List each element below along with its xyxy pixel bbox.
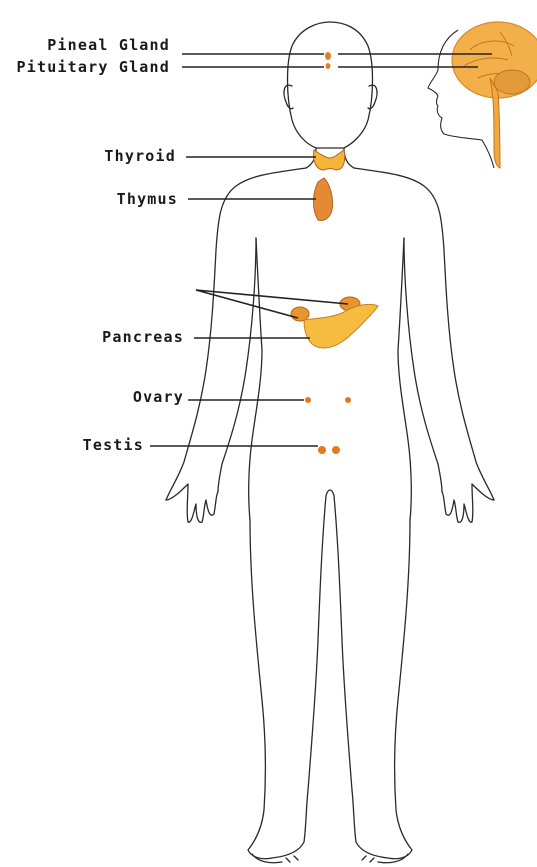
pancreas-shape	[304, 304, 378, 348]
label-pituitary-gland: Pituitary Gland	[0, 58, 170, 76]
right-shoulder-arm-outer	[354, 168, 494, 500]
label-thymus: Thymus	[60, 190, 178, 208]
neck-right	[344, 148, 354, 168]
right-hand	[442, 484, 494, 522]
label-ovary: Ovary	[80, 388, 184, 406]
label-thyroid: Thyroid	[60, 147, 176, 165]
thymus-shape	[314, 178, 333, 221]
left-shoulder-arm-outer	[166, 168, 306, 500]
label-pancreas: Pancreas	[50, 328, 184, 346]
thyroid-shape	[313, 150, 344, 170]
brain-cerebellum	[494, 70, 530, 94]
left-testis-shape	[318, 446, 326, 454]
pituitary-gland-shape	[326, 63, 331, 69]
crotch	[326, 490, 334, 496]
body-outline	[166, 22, 494, 863]
right-leg-outer	[334, 496, 412, 859]
brain-inset	[428, 22, 537, 168]
left-ovary-shape	[305, 397, 311, 403]
leader-lines	[150, 54, 492, 446]
left-adrenal-shape	[291, 307, 309, 321]
right-testis-shape	[332, 446, 340, 454]
label-pineal-gland: Pineal Gland	[30, 36, 170, 54]
left-hand	[166, 484, 218, 522]
label-testis: Testis	[40, 436, 144, 454]
right-ovary-shape	[345, 397, 351, 403]
glands	[291, 52, 378, 454]
pineal-gland-shape	[325, 52, 331, 60]
left-leg-outer	[248, 496, 326, 859]
head-outline	[288, 22, 373, 148]
